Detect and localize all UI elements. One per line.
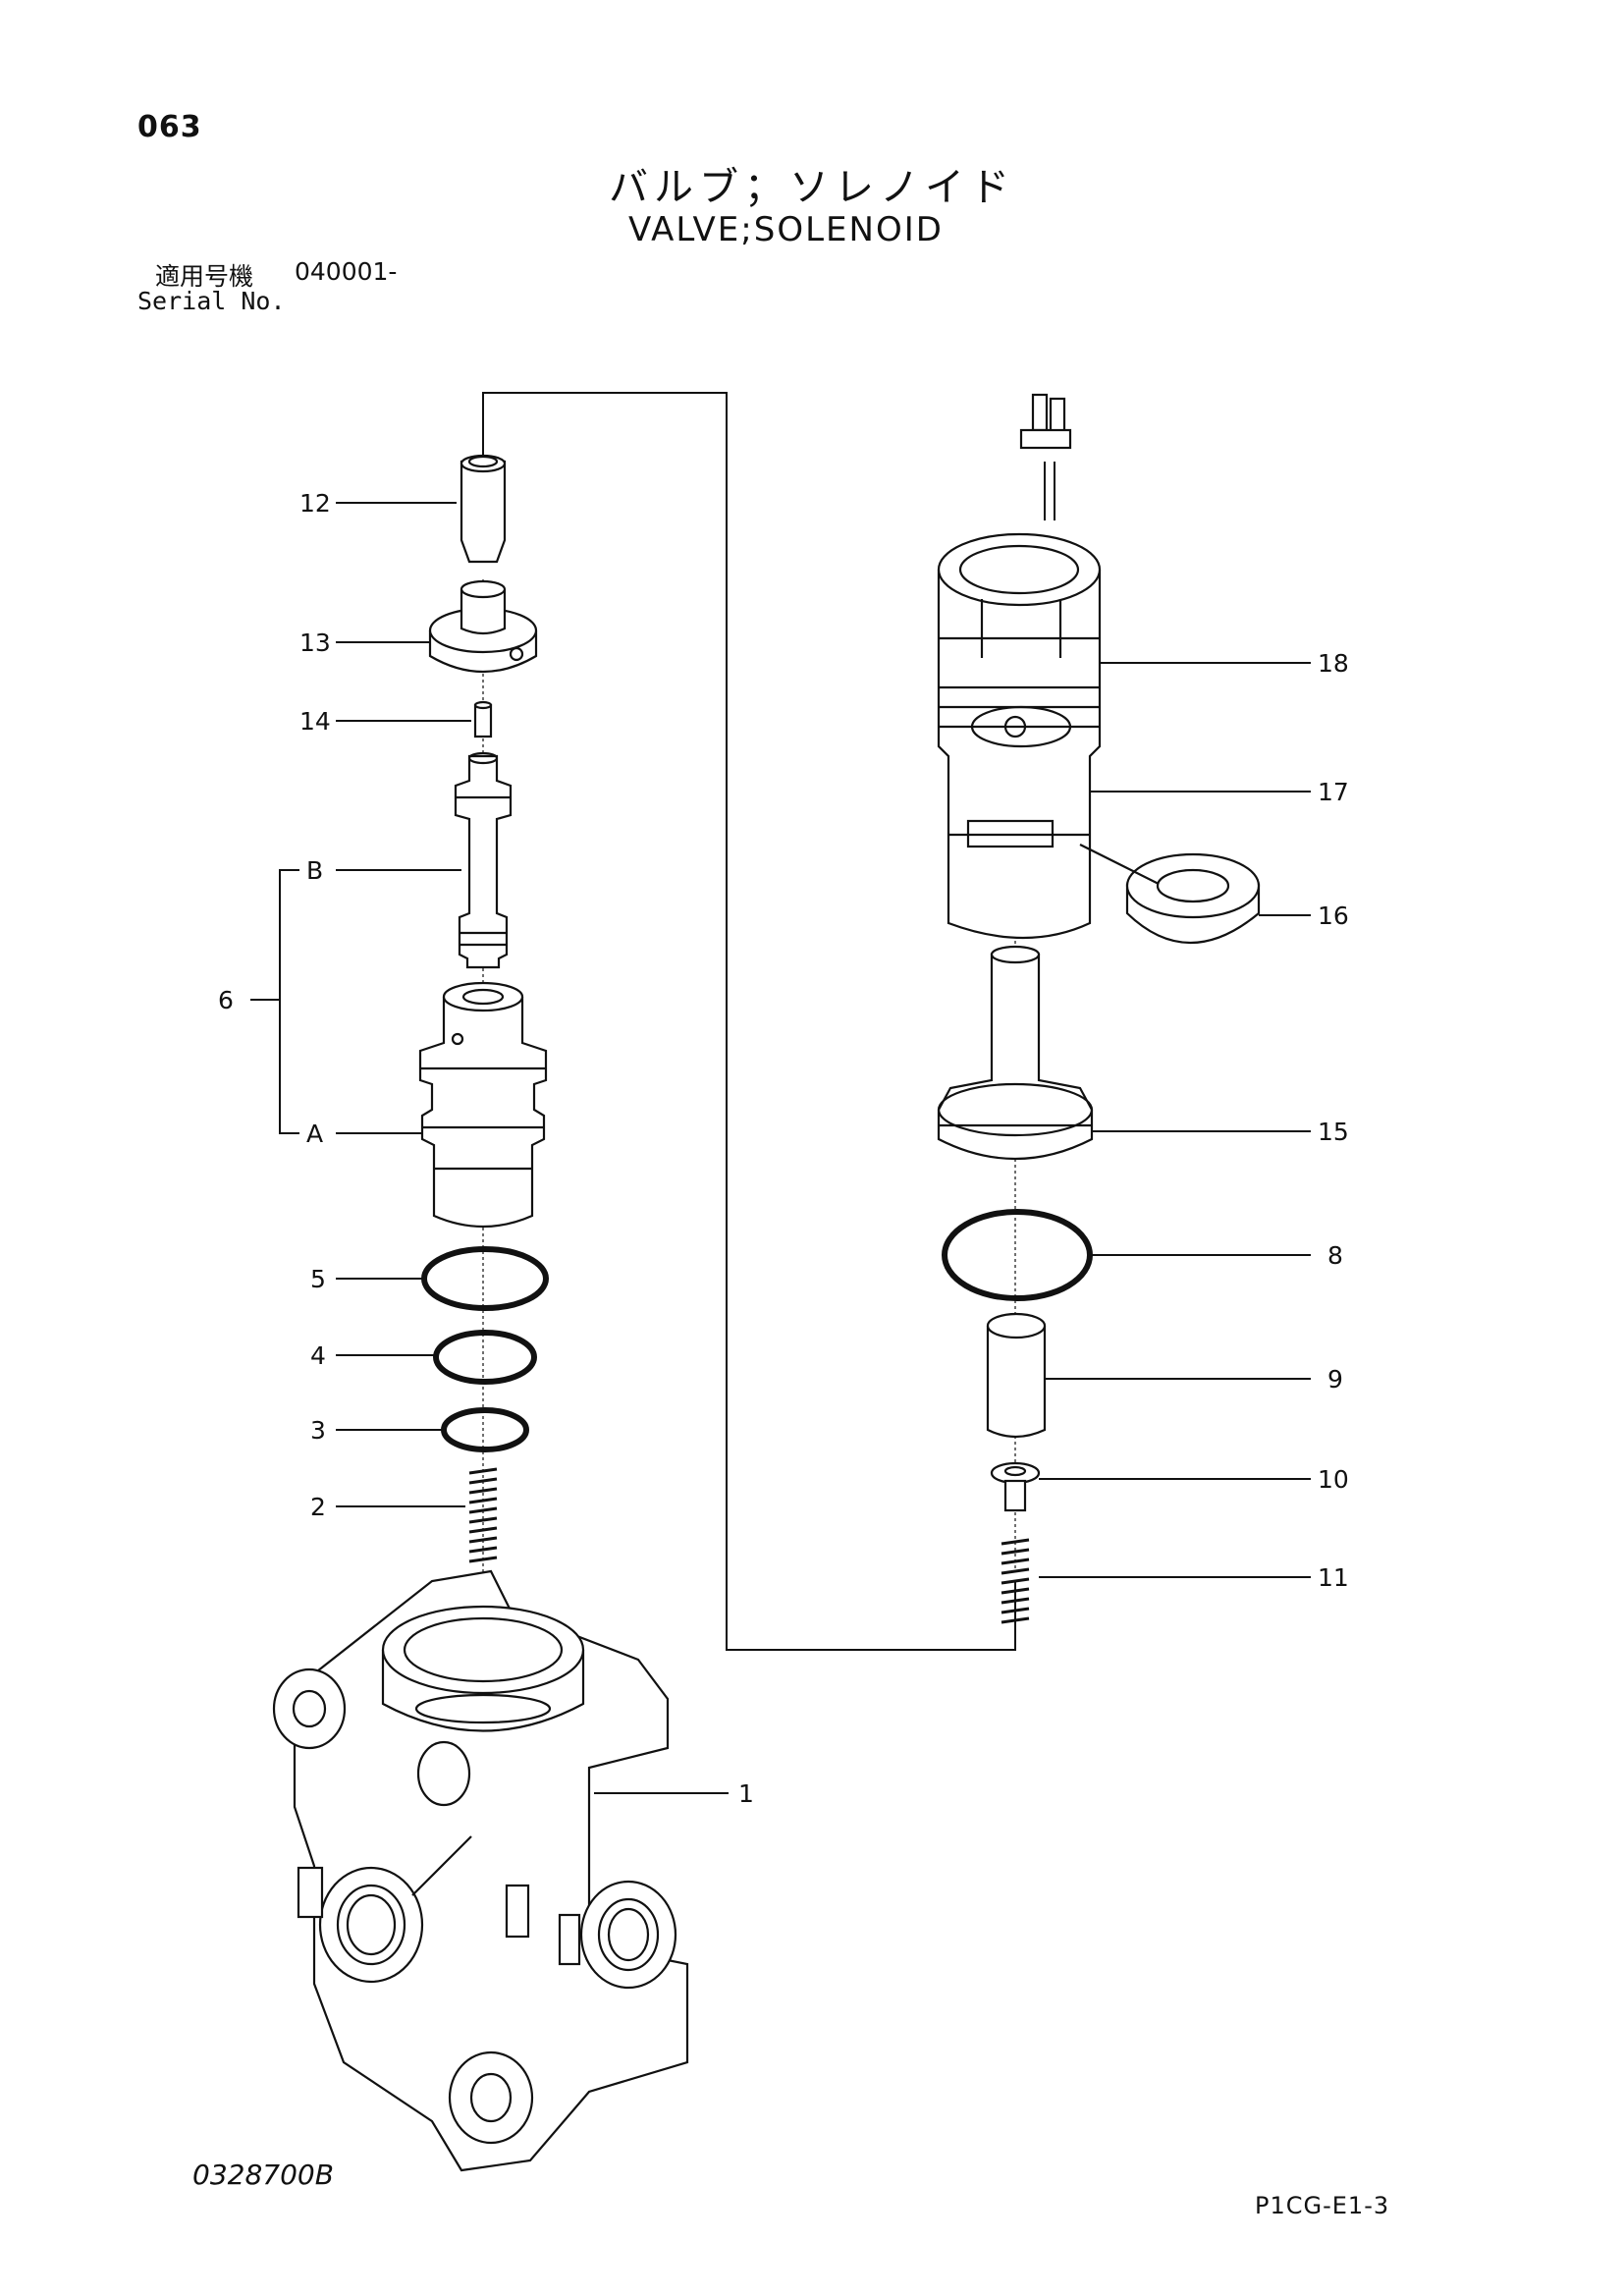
callout-1: 1 (738, 1779, 754, 1808)
callout-18: 18 (1318, 649, 1349, 678)
part-13-flange (428, 579, 538, 673)
part-6a-sleeve (418, 981, 548, 1229)
title-english: VALVE;SOLENOID (628, 210, 944, 249)
part-16-plate (1079, 844, 1261, 944)
callout-10: 10 (1318, 1465, 1349, 1494)
page-code: P1CG-E1-3 (1255, 2192, 1390, 2219)
callout-2: 2 (310, 1493, 326, 1521)
part-3-o-ring (441, 1407, 529, 1452)
callout-a: A (306, 1120, 324, 1148)
callout-17: 17 (1318, 778, 1349, 806)
part-5-o-ring (421, 1246, 549, 1311)
leader-lines-right (1039, 662, 1311, 1578)
drawing-number: 0328700B (192, 2159, 334, 2191)
part-8-o-ring (942, 1209, 1093, 1301)
callout-4: 4 (310, 1341, 326, 1370)
part-14-pin (473, 700, 493, 738)
part-10-small-valve (990, 1461, 1041, 1512)
part-12-plug (460, 454, 507, 564)
part-6b-spool (454, 751, 513, 969)
part-18-solenoid (937, 393, 1102, 940)
callout-b: B (306, 856, 324, 885)
callout-6: 6 (218, 986, 234, 1014)
callout-14: 14 (299, 707, 331, 736)
callout-16: 16 (1318, 902, 1349, 930)
callout-12: 12 (299, 489, 331, 518)
part-4-o-ring (433, 1330, 537, 1385)
part-2-spring (468, 1467, 498, 1563)
callout-8: 8 (1327, 1241, 1343, 1270)
part-9-sleeve (986, 1312, 1047, 1439)
part-15-plunger (937, 945, 1094, 1160)
serial-label-japanese: 適用号機 (155, 262, 254, 291)
serial-label-english: Serial No. (137, 287, 286, 315)
callout-13: 13 (299, 629, 331, 657)
leader-lines-left (250, 502, 729, 1794)
part-11-spring (1001, 1538, 1030, 1624)
callout-5: 5 (310, 1265, 326, 1293)
callout-3: 3 (310, 1416, 326, 1445)
part-1-valve-body (272, 1569, 689, 2172)
callout-11: 11 (1318, 1563, 1349, 1592)
title-japanese: バルブ；ソレノイド (609, 165, 1015, 210)
callout-15: 15 (1318, 1118, 1349, 1146)
page-number: 063 (137, 110, 202, 144)
serial-number-value: 040001- (295, 257, 398, 286)
callout-9: 9 (1327, 1365, 1343, 1394)
connection-line (482, 392, 1016, 1651)
